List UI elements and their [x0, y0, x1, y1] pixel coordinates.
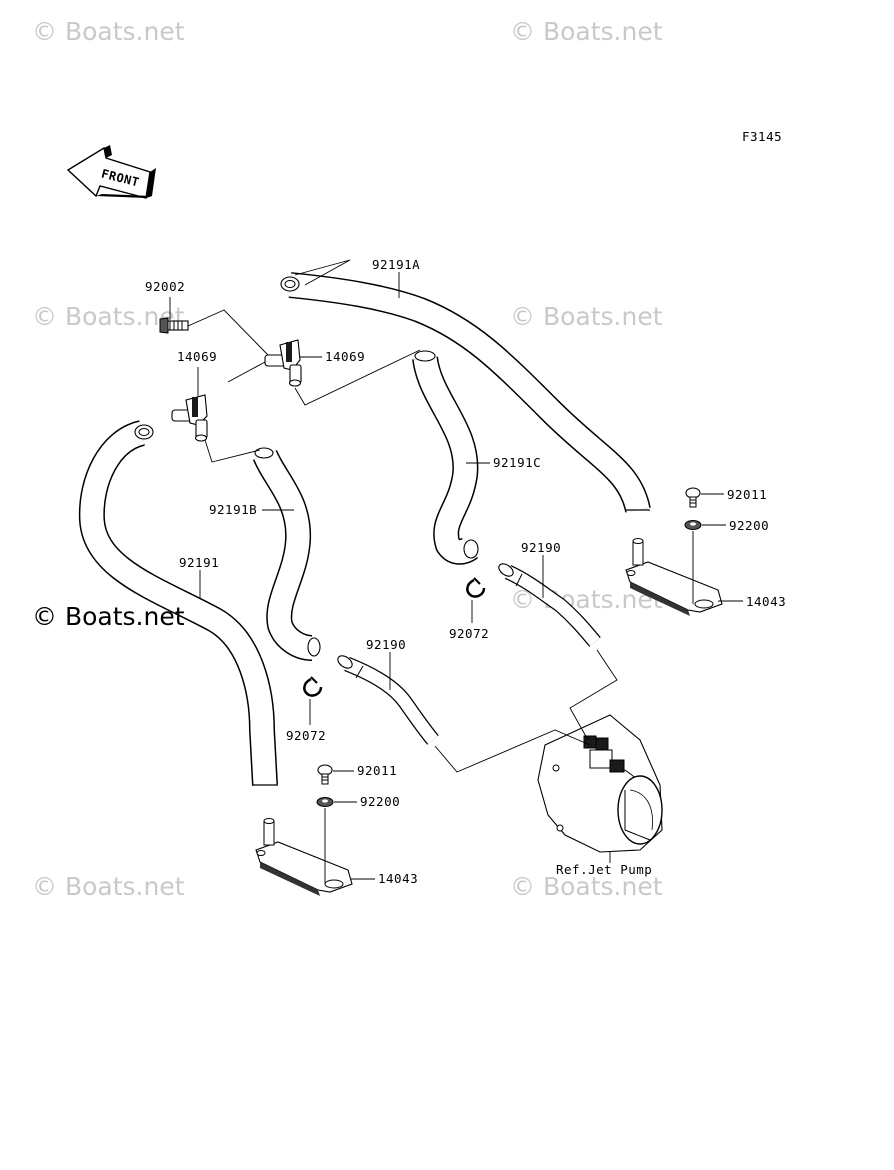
label-14043-upper: 14043 [746, 594, 786, 609]
label-92191: 92191 [179, 555, 219, 570]
watermark-top-left: © Boats.net [32, 17, 185, 46]
label-92011-upper: 92011 [727, 487, 767, 502]
label-92200-upper: 92200 [729, 518, 769, 533]
label-92191A: 92191A [372, 257, 420, 272]
hose-92191B [252, 447, 321, 661]
clamp-92072-upper [466, 577, 486, 598]
screw-92011-upper [685, 487, 701, 508]
label-14043-lower: 14043 [378, 871, 418, 886]
tube-92190-lower [337, 655, 439, 745]
label-92200-lower: 92200 [360, 794, 400, 809]
label-ref-jet-pump: Ref.Jet Pump [556, 862, 652, 877]
figure-code: F3145 [742, 129, 782, 144]
watermark-bottom-left: © Boats.net [32, 872, 185, 901]
tube-92190-upper [498, 563, 601, 647]
watermark-mid-left: © Boats.net [32, 302, 185, 331]
label-92190-upper: 92190 [521, 540, 561, 555]
bolt-92002 [159, 317, 189, 334]
bracket-14043-upper [625, 538, 723, 616]
watermarks: © Boats.net © Boats.net © Boats.net © Bo… [32, 17, 663, 901]
hose-92191A [280, 272, 651, 514]
bracket-14043-lower [255, 818, 353, 896]
fitting-14069-left [171, 394, 208, 442]
label-92072-upper: 92072 [449, 626, 489, 641]
label-92191C: 92191C [493, 455, 541, 470]
front-arrow-icon: FRONT [66, 145, 156, 199]
hose-92191 [78, 420, 278, 786]
watermark-large: © Boats.net [32, 602, 185, 631]
label-92002: 92002 [145, 279, 185, 294]
jet-pump-icon [537, 714, 663, 853]
screw-92011-lower [317, 764, 333, 785]
fitting-14069-right [264, 339, 302, 387]
washer-92200-upper [684, 520, 702, 530]
watermark-top-right: © Boats.net [510, 17, 663, 46]
watermark-mid-right: © Boats.net [510, 302, 663, 331]
label-14069-left: 14069 [177, 349, 217, 364]
part-labels: 92002 14069 14069 92191A 92191C 92191B 9… [145, 257, 786, 886]
washer-92200-lower [316, 797, 334, 807]
label-92072-lower: 92072 [286, 728, 326, 743]
leader-lines [169, 259, 743, 884]
clamp-92072-lower [303, 676, 323, 697]
watermark-bottom-right: © Boats.net [510, 872, 663, 901]
label-14069-right: 14069 [325, 349, 365, 364]
hose-92191C [412, 350, 479, 565]
label-92191B: 92191B [209, 502, 257, 517]
label-92190-lower: 92190 [366, 637, 406, 652]
label-92011-lower: 92011 [357, 763, 397, 778]
